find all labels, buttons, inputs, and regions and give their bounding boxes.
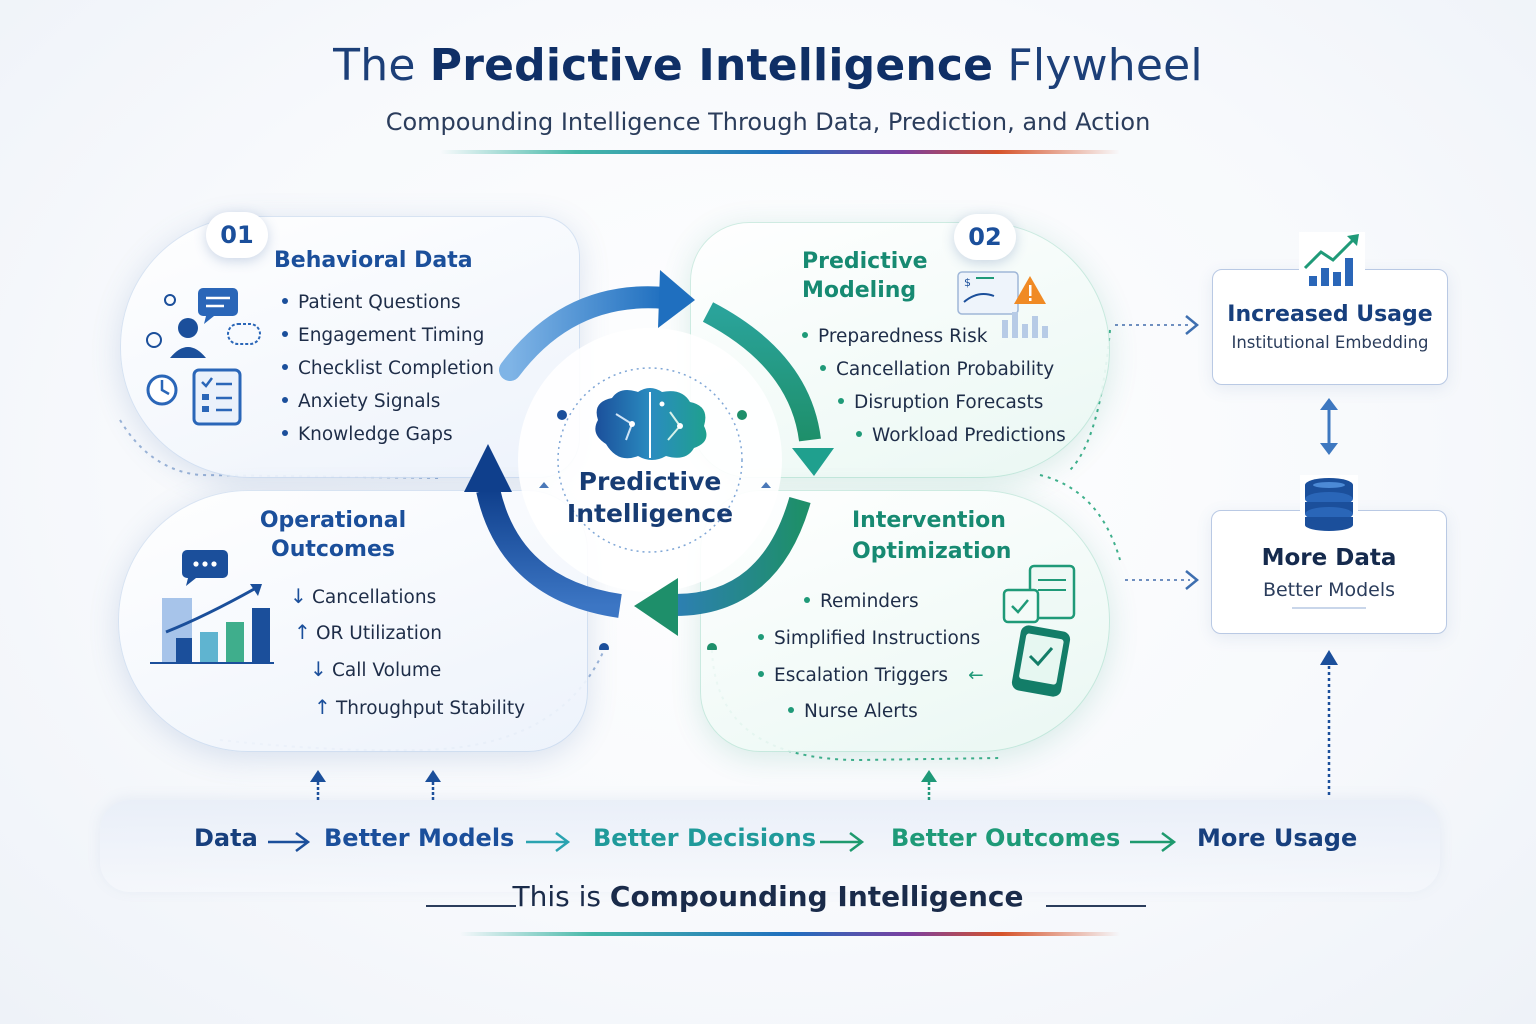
increased-usage-title: Increased Usage: [1213, 302, 1447, 327]
chain-arrow-icon: [1128, 829, 1180, 855]
list-item: Escalation Triggers←: [758, 657, 984, 694]
mobile-checklist-icon: [1000, 560, 1100, 700]
chain-step-more-usage: More Usage: [1197, 824, 1357, 852]
chain-step-better-decisions: Better Decisions: [593, 824, 816, 852]
growth-chart-icon: [1299, 232, 1365, 290]
database-icon: [1300, 475, 1358, 533]
list-item: Disruption Forecasts: [838, 386, 1072, 419]
bar-chart-trend-icon: [146, 546, 276, 666]
increased-usage-box: Increased Usage Institutional Embedding: [1212, 269, 1448, 385]
intervention-optimization-title: Intervention Optimization: [852, 506, 1011, 566]
chain-arrow-icon: [266, 829, 312, 855]
center-label: Predictive Intelligence: [540, 466, 760, 530]
list-item: Workload Predictions: [856, 419, 1090, 452]
step-number-01: 01: [206, 212, 268, 258]
chain-arrow-icon: [818, 829, 868, 855]
chain-step-data: Data: [194, 824, 258, 852]
chain-step-better-outcomes: Better Outcomes: [891, 824, 1120, 852]
patient-chat-checklist-icon: [142, 278, 272, 428]
more-data-subtitle: Better Models: [1212, 579, 1446, 601]
list-item: ↓Call Volume: [310, 650, 521, 688]
brain-icon: [586, 384, 714, 464]
list-item: ↑Throughput Stability: [314, 688, 525, 726]
tagline: This is Compounding Intelligence: [0, 880, 1536, 913]
tagline-rule-right: [1046, 905, 1146, 907]
svg-text:$: $: [964, 276, 971, 289]
more-data-box: More Data Better Models: [1211, 510, 1447, 634]
increased-usage-subtitle: Institutional Embedding: [1213, 333, 1447, 352]
chain-step-better-models: Better Models: [324, 824, 514, 852]
step-number-02: 02: [954, 214, 1016, 260]
tagline-underline: [460, 932, 1120, 936]
more-data-title: More Data: [1212, 545, 1446, 571]
list-item: Nurse Alerts: [788, 694, 1014, 730]
chain-arrow-icon: [524, 829, 574, 855]
